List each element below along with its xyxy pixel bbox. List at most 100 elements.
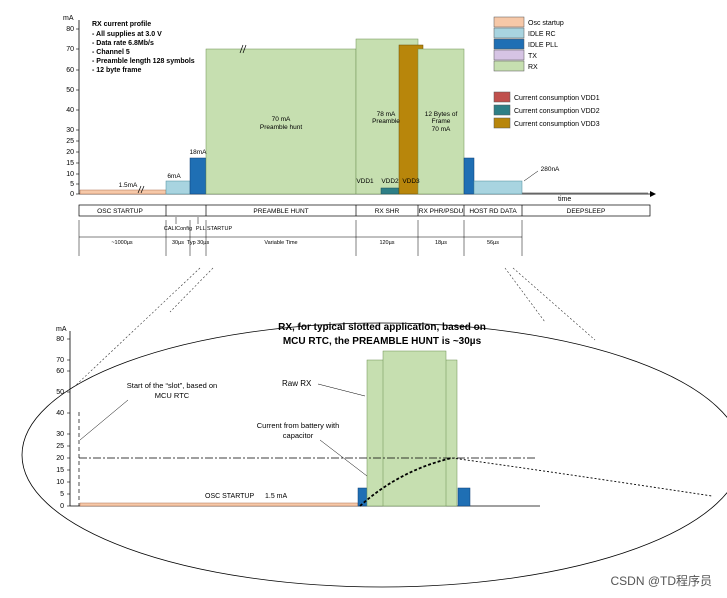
duration-pll: Typ 30µs [187,240,210,246]
top-y-unit: mA [63,15,74,22]
legend-rx: RX [528,64,538,71]
zoom-pll-bar-left [357,487,369,507]
idle-rc-label: 6mA [167,173,181,180]
zoom-tick-30: 30 [56,431,64,438]
zoom-chart: RX, for typical slotted application, bas… [56,322,713,510]
top-tick-80: 80 [66,26,74,33]
deepsleep-pointer [523,170,539,182]
idle-pll-after-bar [463,157,475,195]
legend-swatch-vdd1 [493,91,511,103]
zoom-ellipse [21,322,727,588]
zoom-tick-80: 80 [56,336,64,343]
preamble-name: Preamble hunt [260,124,302,131]
top-tick-20: 20 [66,149,74,156]
legend-swatch-vdd3 [493,117,511,129]
zoom-pll-bar-right [457,487,471,507]
phase-preamble-hunt: PREAMBLE HUNT [253,208,308,215]
profile-bullet-3: - Channel 5 [92,49,130,56]
subphase-pll-startup: PLL STARTUP [196,226,233,232]
shr-value: 78 mA [377,111,396,118]
top-chart: mA time 0 5 10 15 20 25 30 40 50 60 70 8… [63,15,656,256]
phase-deepsleep: DEEPSLEEP [567,208,606,215]
legend-swatch-osc [493,16,525,28]
osc-label: 1.5mA [119,182,138,189]
frame-value: 70 mA [432,126,451,133]
zoom-tick-50: 50 [56,389,64,396]
battery-label-line1: Current from battery with [257,421,340,430]
legend-swatch-rx [493,60,525,72]
break-marks [137,44,247,194]
zoom-y-unit: mA [56,326,67,333]
zoom-osc-label: OSC STARTUP [205,493,254,500]
subphase-caliconfig: CALIConfig [164,226,192,232]
legend-swatch-idle-pll [493,38,525,50]
top-x-axis-arrow [650,191,656,197]
preamble-hunt-bar [205,48,357,195]
legend-vdd1: Current consumption VDD1 [514,95,600,102]
zoom-osc-bar [79,502,359,507]
zoom-guides [74,267,596,387]
battery-current-rise [359,457,453,507]
phase-host-rd-data: HOST RD DATA [469,208,517,215]
frame-line1: 12 Bytes of [425,111,458,118]
zoom-tick-25: 25 [56,443,64,450]
top-tick-50: 50 [66,87,74,94]
duration-osc: ~1000µs [111,240,133,246]
legend-idle-pll: IDLE PLL [528,42,558,49]
legend-swatch-vdd2 [493,104,511,116]
zoom-tick-0: 0 [60,503,64,510]
duration-preamble: Variable Time [264,240,297,246]
top-tick-5: 5 [70,181,74,188]
battery-current-decay [451,457,713,497]
zoom-tick-15: 15 [56,467,64,474]
top-tick-25: 25 [66,138,74,145]
profile-bullet-2: - Data rate 6.8Mb/s [92,40,154,47]
legend: Osc startup IDLE RC IDLE PLL TX RX Curre… [493,16,600,129]
duration-band: ~1000µs 30µs Typ 30µs Variable Time 120µ… [78,220,523,256]
idle-rc-bar [165,180,191,195]
zoom-title-line2: MCU RTC, the PREAMBLE HUNT is ~30µs [283,336,482,347]
phase-band: OSC STARTUP PREAMBLE HUNT RX SHR RX PHR/… [78,204,651,232]
top-x-label: time [558,196,571,203]
legend-tx: TX [528,53,537,60]
shr-name: Preamble [372,118,400,125]
profile-bullet-1: - All supplies at 3.0 V [92,31,162,38]
host-rd-idle-rc-bar [473,180,523,195]
legend-swatch-tx [493,49,525,61]
phase-osc-startup: OSC STARTUP [97,208,143,215]
slot-label-line2: MCU RTC [155,391,190,400]
duration-caliconfig: 30µs [172,240,184,246]
top-tick-70: 70 [66,46,74,53]
profile-bullet-5: - 12 byte frame [92,67,142,74]
duration-phr: 18µs [435,240,447,246]
legend-vdd3: Current consumption VDD3 [514,121,600,128]
battery-pointer [319,439,368,477]
vdd2-label: VDD2 [381,178,399,185]
osc-startup-bar [79,189,167,195]
vdd3-label: VDD3 [402,178,420,185]
deepsleep-label: 280nA [541,166,560,173]
zoom-osc-value: 1.5 mA [265,493,288,500]
top-tick-0: 0 [70,191,74,198]
idle-pll-bar [189,157,207,195]
profile-title: RX current profile [92,21,151,28]
battery-label-line2: capacitor [283,431,314,440]
profile-notes: RX current profile - All supplies at 3.0… [92,21,195,74]
slot-label-line1: Start of the “slot”, based on [127,381,217,390]
watermark: CSDN @TD程序员 [610,573,712,588]
zoom-tick-10: 10 [56,479,64,486]
top-tick-60: 60 [66,67,74,74]
slot-pointer [79,399,129,441]
frame-line2: Frame [432,118,451,125]
vdd2-bar [380,187,400,195]
zoom-tick-5: 5 [60,491,64,498]
rx-phr-psdu-bar [417,48,465,195]
top-tick-30: 30 [66,127,74,134]
phase-rx-phr-psdu: RX PHR/PSDU [419,208,464,215]
zoom-tick-70: 70 [56,357,64,364]
top-tick-10: 10 [66,171,74,178]
preamble-value: 70 mA [272,116,291,123]
vdd1-label: VDD1 [356,178,374,185]
phase-rx-shr: RX SHR [375,208,400,215]
